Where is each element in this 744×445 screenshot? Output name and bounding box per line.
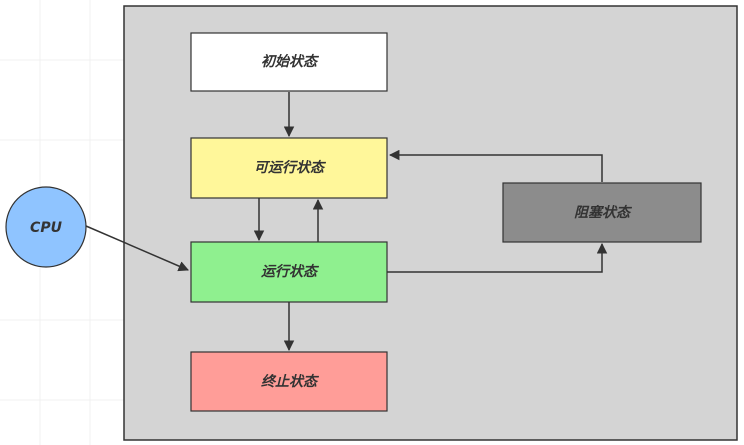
- state-running-label: 运行状态: [261, 263, 320, 280]
- state-initial: 初始状态: [190, 32, 388, 92]
- state-terminated: 终止状态: [190, 351, 388, 412]
- edge-cpu-to-running: [85, 225, 189, 272]
- cpu-label: CPU: [30, 220, 63, 236]
- edge-running-to-blocked: [387, 242, 608, 273]
- state-blocked-label: 阻塞状态: [574, 204, 633, 221]
- state-runnable-label: 可运行状态: [254, 159, 327, 176]
- state-blocked: 阻塞状态: [502, 182, 702, 243]
- cpu-node: CPU: [5, 186, 87, 268]
- state-running: 运行状态: [190, 241, 388, 303]
- state-runnable: 可运行状态: [190, 137, 388, 199]
- state-terminated-label: 终止状态: [261, 373, 320, 390]
- state-initial-label: 初始状态: [261, 53, 320, 70]
- edge-blocked-to-runnable: [388, 149, 603, 182]
